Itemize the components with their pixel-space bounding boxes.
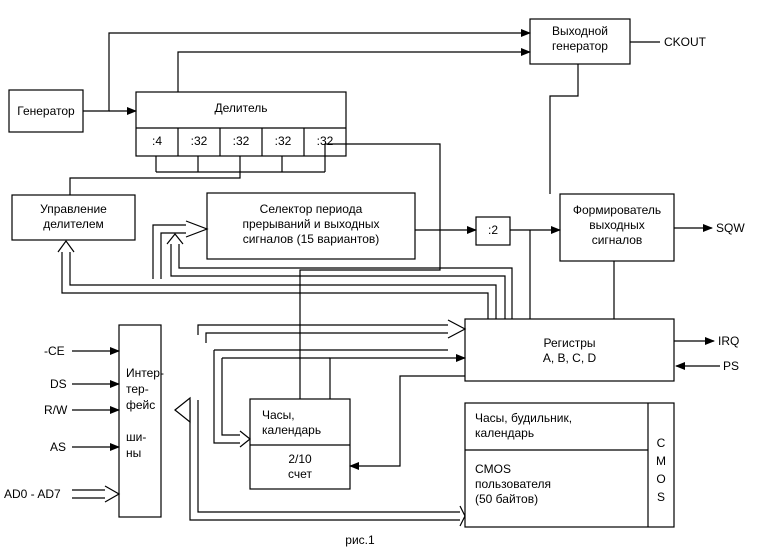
registers-label: Регистры A, B, C, D [465, 336, 674, 366]
counter-to-registers [329, 354, 466, 399]
bus-to-cmos-arrowhead [459, 505, 466, 527]
clock-line1: Часы, [262, 408, 295, 422]
divider-title: Делитель [214, 101, 268, 115]
cmos-vertical-o: O [656, 472, 666, 486]
bus-interface-line1: Интер- [126, 366, 164, 380]
divider-control-line2: делителем [43, 217, 104, 231]
bus-registers-to-selector [170, 244, 513, 319]
period-selector-box [206, 192, 416, 260]
bus-interface-box [118, 324, 162, 518]
clock-line2: календарь [262, 423, 322, 437]
divider-cell: :32 [316, 134, 334, 148]
cmos-clock-label: Часы, будильник, календарь [475, 411, 645, 441]
bus-clock-arrowhead [239, 430, 251, 448]
period-selector-line2: прерываний и выходных [242, 217, 380, 231]
output-shaper-line3: сигналов [591, 233, 643, 247]
divider-cell: :32 [232, 134, 250, 148]
cmos-vertical-c: C [656, 436, 666, 450]
divider-cell: :4 [151, 134, 162, 148]
last-tap-to-counter [299, 143, 441, 399]
output-generator-line1: Выходной [552, 24, 608, 38]
cmos-user-line1: CMOS [475, 462, 511, 476]
divider-taps [155, 156, 326, 173]
ad-bus-arrowhead [104, 485, 121, 503]
generator-to-divider [83, 29, 531, 112]
ckout-signal: CKOUT [664, 35, 706, 49]
ps-signal: PS [723, 359, 740, 373]
divider-cell: :32 [190, 134, 208, 148]
divider-to-output-generator [177, 48, 531, 92]
figure-caption: рис.1 [345, 533, 375, 547]
bus-interface-trunk [174, 399, 460, 521]
rw-signal: R/W [44, 403, 68, 417]
divider-control-line1: Управление [40, 202, 107, 216]
cmos-user-label: CMOS пользователя (50 байтов) [475, 462, 645, 507]
counter-line2: счет [288, 467, 312, 481]
output-shaper-label: Формирователь выходных сигналов [560, 203, 674, 248]
counter-label: 2/10 счет [250, 452, 350, 482]
registers-line1: Регистры [543, 336, 596, 350]
bus-to-registers-mid [214, 349, 448, 359]
bus-selector-arrowhead-right [185, 220, 209, 238]
cmos-box [464, 402, 675, 528]
as-signal: AS [50, 440, 67, 454]
taps-to-control [69, 172, 241, 195]
output-shaper-line2: выходных [589, 218, 645, 232]
irq-signal: IRQ [718, 334, 740, 348]
bus-to-registers-top [197, 324, 448, 343]
bus-registers-arrowhead [447, 319, 467, 339]
output-generator-line2: генератор [552, 39, 608, 53]
bus-interface-line4 [126, 413, 160, 429]
bus-interface-line2: тер- [126, 382, 149, 396]
bus-interface-line5: ши- [126, 430, 147, 444]
bus-interface-arrowhead [174, 396, 191, 424]
divider-box [135, 91, 347, 157]
clock-label: Часы, календарь [262, 408, 348, 438]
period-selector-label: Селектор периода прерываний и выходных с… [207, 202, 415, 247]
bus-interface-line6: ны [126, 446, 142, 460]
bus-interface-label: Интер- тер- фейс ши- ны [126, 365, 164, 461]
bus-interface-line3: фейс [126, 398, 156, 412]
cmos-vertical-s: S [656, 490, 665, 504]
counter-line1: 2/10 [288, 452, 312, 466]
output-shaper-line1: Формирователь [572, 203, 662, 217]
bus-registers-to-control [61, 252, 497, 319]
sqw-signal: SQW [716, 221, 745, 235]
registers-box [464, 318, 675, 382]
cmos-clock-line1: Часы, будильник, [475, 411, 573, 425]
registers-line2: A, B, C, D [542, 351, 597, 365]
divider-cell: :32 [274, 134, 292, 148]
bus-control-arrowhead [57, 239, 75, 253]
cmos-vertical-label: C M O S [648, 434, 674, 506]
cmos-user-line2: пользователя [475, 477, 551, 491]
divider-control-box [11, 194, 136, 241]
output-generator-feedback [549, 64, 579, 194]
cmos-user-line3: (50 байтов) [475, 492, 539, 506]
output-generator-label: Выходной генератор [530, 24, 630, 54]
bus-control-to-selector [152, 224, 186, 279]
bus-selector-arrowhead [166, 233, 184, 245]
bus-to-clock [213, 350, 240, 444]
cmos-vertical-m: M [656, 454, 666, 468]
generator-label: Генератор [17, 104, 75, 118]
div2-label: :2 [487, 223, 498, 237]
period-selector-line3: сигналов (15 вариантов) [242, 232, 380, 246]
cmos-clock-line2: календарь [475, 426, 535, 440]
ad-bus [72, 489, 105, 499]
ad-signal: AD0 - AD7 [4, 487, 61, 501]
period-selector-line1: Селектор периода [259, 202, 363, 216]
divider-control-label: Управление делителем [12, 202, 135, 232]
ds-signal: DS [50, 377, 67, 391]
ce-signal: -CE [44, 344, 65, 358]
registers-to-counter [349, 375, 465, 470]
